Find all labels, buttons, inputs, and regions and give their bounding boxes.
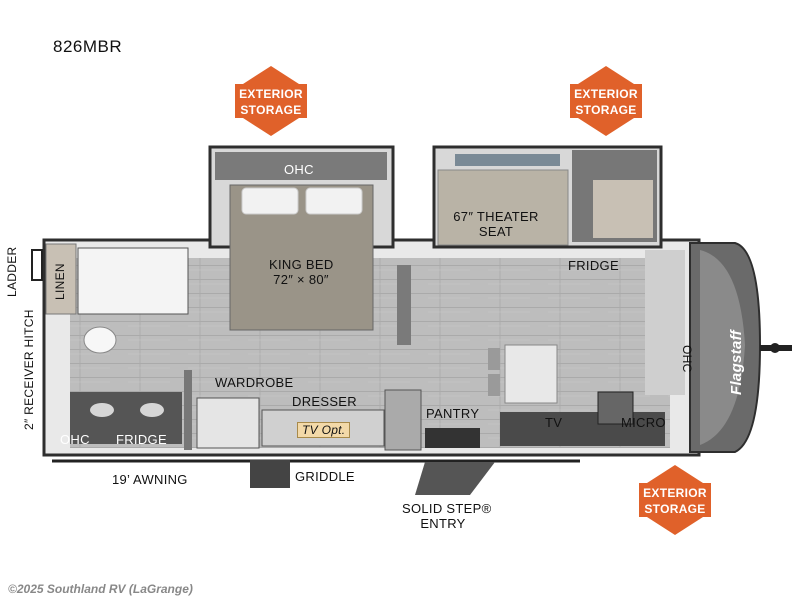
linen-cabinet — [45, 243, 77, 315]
label-ohc-bedroom: OHC — [284, 162, 314, 177]
front-cabinet — [645, 250, 685, 395]
badge-text: EXTERIOR STORAGE — [643, 486, 707, 516]
badge-shape — [639, 465, 711, 535]
vanity — [70, 392, 182, 444]
label-ohc-bath: OHC — [60, 432, 90, 447]
label-fridge: FRIDGE — [568, 258, 619, 273]
exterior-storage-badge: EXTERIOR STORAGE — [566, 66, 646, 136]
bath-wall — [184, 370, 192, 450]
model-number: 826MBR — [53, 37, 123, 56]
shower — [77, 247, 189, 315]
theater-seat — [437, 169, 569, 246]
label-fridge-bath: FRIDGE — [116, 432, 167, 447]
table — [504, 344, 558, 404]
label-dresser: DRESSER — [292, 394, 357, 409]
fridge — [593, 180, 653, 238]
pantry-wall — [384, 389, 422, 451]
entry-step — [415, 462, 495, 495]
wardrobe — [196, 397, 260, 449]
badge-text: EXTERIOR STORAGE — [574, 87, 638, 117]
badge-text: EXTERIOR STORAGE — [239, 87, 303, 117]
badge-shape — [570, 66, 642, 136]
badge-shape — [235, 66, 307, 136]
label-linen: LINEN — [53, 263, 67, 300]
pillow-right — [305, 187, 363, 215]
label-tv: TV — [545, 415, 563, 430]
label-micro: MICRO — [621, 415, 666, 430]
label-tv-opt: TV Opt. — [297, 422, 351, 438]
label-pantry: PANTRY — [426, 406, 480, 421]
label-awning: 19’ AWNING — [112, 472, 188, 487]
label-king-bed: KING BED 72″ × 80″ — [269, 257, 334, 287]
griddle-cooktop — [425, 428, 480, 448]
micro-unit — [597, 391, 634, 425]
label-theater-seat: 67″ THEATER SEAT — [453, 209, 539, 239]
bedroom-wall-cabinet — [397, 265, 411, 345]
exterior-storage-badge: EXTERIOR STORAGE — [231, 66, 311, 136]
label-ladder: LADDER — [5, 246, 19, 297]
ohc-cabinet — [215, 152, 387, 180]
brand-logo: Flagstaff — [728, 330, 745, 395]
label-wardrobe: WARDROBE — [215, 375, 294, 390]
front-cap-inner — [700, 250, 745, 445]
kitchen-counter — [500, 412, 665, 446]
label-griddle: GRIDDLE — [295, 469, 355, 484]
exterior-griddle — [250, 460, 290, 488]
exterior-storage-badge: EXTERIOR STORAGE — [635, 465, 715, 535]
label-ohc-front: OHC — [680, 345, 694, 373]
pillow-left — [241, 187, 299, 215]
copyright-credit: ©2025 Southland RV (LaGrange) — [8, 582, 193, 596]
window — [455, 154, 560, 166]
ladder — [31, 249, 43, 281]
label-receiver-hitch: 2″ RECEIVER HITCH — [22, 309, 36, 430]
label-entry: SOLID STEP® ENTRY — [402, 501, 492, 531]
toilet — [83, 326, 117, 354]
